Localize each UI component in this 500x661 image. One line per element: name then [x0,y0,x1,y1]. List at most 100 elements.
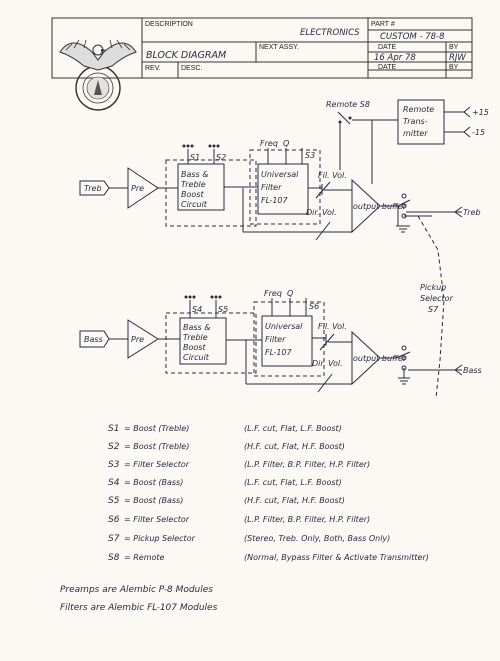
legend-id: S6 [108,515,120,525]
remote-block-line-3: mitter [403,129,428,138]
legend-id: S7 [108,534,120,544]
by-label: BY [449,44,459,51]
bass-s6-label: S6 [309,302,319,311]
treb-s2-switch [208,144,220,164]
treble-channel: Treb Pre Bass & Treble Boost Circuit S1 … [79,139,481,241]
legend-name: = Boost (Bass) [124,496,183,505]
next-assy-label: NEXT ASSY. [259,44,299,51]
treb-output-buffer [351,178,381,234]
date-value: 16 Apr 78 [374,53,416,63]
legend-id: S2 [108,442,120,452]
pickup-selector-line-1: Pickup [420,283,446,292]
legend-name: = Boost (Treble) [124,442,189,451]
bass-q-label: Q [287,289,293,298]
legend-id: S5 [108,496,120,506]
legend-row: S6 = Filter Selector (L.P. Filter, B.P. … [108,515,370,525]
treb-boost-line-4: Circuit [181,200,208,209]
treb-output-label: output buffer [353,202,407,211]
legend-row: S7 = Pickup Selector (Stereo, Treb. Only… [108,534,390,544]
bass-fil-vol-label: Fil. Vol. [318,322,347,331]
drawing-title: BLOCK DIAGRAM [146,50,226,61]
legend-name: = Pickup Selector [124,534,196,543]
bass-input-label: Bass [84,335,103,344]
bass-boost-line-1: Bass & [183,323,211,332]
supply-neg-label: -15 [472,128,485,137]
treb-boost-line-2: Treble [181,180,206,189]
bass-dir-vol-label: Dir. Vol. [312,359,343,368]
legend-row: S8 = Remote (Normal, Bypass Filter & Act… [108,553,429,563]
note-filters: Filters are Alembic FL-107 Modules [60,603,218,613]
part-value: CUSTOM - 78-8 [380,32,445,42]
legend-name: = Remote [124,553,165,562]
legend-options: (L.P. Filter, B.P. Filter, H.P. Filter) [244,460,370,469]
date-label: DATE [378,44,396,51]
remote-switch-label: Remote S8 [326,100,370,109]
treb-preamp-triangle [127,167,159,209]
treb-s2-label: S2 [216,153,226,162]
legend-id: S3 [108,460,120,470]
legend-name: = Filter Selector [124,460,190,469]
eagle-seal-emblem [59,39,137,111]
remote-transmitter-block [397,99,445,145]
treb-s1-label: S1 [190,153,200,162]
bass-boost-line-4: Circuit [183,353,210,362]
bass-filter-line-3: FL-107 [265,348,293,357]
description-label: DESCRIPTION [145,21,193,28]
legend-options: (L.F. cut, Flat, L.F. Boost) [244,424,342,433]
bass-boost-block [179,317,227,365]
treb-freq-label: Freq [260,139,278,148]
legend-name: = Boost (Treble) [124,424,189,433]
treb-filter-line-1: Universal [261,170,299,179]
bass-s5-label: S5 [218,305,228,314]
treb-q-label: Q [283,139,289,148]
by2-label: BY [449,64,459,71]
bass-preamp-label: Pre [131,335,144,344]
treb-input-label: Treb [84,184,102,193]
legend-options: (H.F. cut, Flat, H.F. Boost) [244,442,345,451]
switch-legend: S1 = Boost (Treble) (L.F. cut, Flat, L.F… [108,424,429,563]
supply-pos-label: +15 [472,108,489,117]
treb-boost-line-3: Boost [181,190,204,199]
treb-boost-line-1: Bass & [181,170,209,179]
bass-boost-line-3: Boost [183,343,206,352]
legend-row: S3 = Filter Selector (L.P. Filter, B.P. … [108,460,370,470]
treb-dir-vol-label: Dir. Vol. [306,208,337,217]
treb-fil-vol-label: Fil. Vol. [318,171,347,180]
bass-boost-line-2: Treble [183,333,208,342]
pickup-selector-line-3: S7 [428,305,439,314]
bass-filter-enclosure [253,301,325,377]
bass-channel: Bass Pre Bass & Treble Boost Circuit S4 … [79,289,482,393]
bass-boost-enclosure [165,312,257,374]
by-value: RJW [449,53,466,63]
pickup-selector: Pickup Selector S7 [417,215,454,399]
treb-filter-enclosure [249,149,321,225]
remote-section: Remote S8 Remote Trans- mitter +15 -15 [326,99,489,184]
treb-output-tag: Treb [463,208,481,217]
legend-name: = Filter Selector [124,515,190,524]
title-block: DESCRIPTION ELECTRONICS PART # CUSTOM - … [51,17,473,79]
remote-block-line-1: Remote [403,105,434,114]
legend-options: (H.F. cut, Flat, H.F. Boost) [244,496,345,505]
legend-id: S1 [108,424,119,434]
treb-filter-line-3: FL-107 [261,196,289,205]
legend-name: = Boost (Bass) [124,478,183,487]
legend-id: S8 [108,553,120,563]
legend-options: (Stereo, Treb. Only, Both, Bass Only) [244,534,390,543]
date2-label: DATE [378,64,396,71]
legend-id: S4 [108,478,120,488]
bass-freq-label: Freq [264,289,282,298]
note-preamps: Preamps are Alembic P-8 Modules [60,585,213,595]
legend-row: S5 = Boost (Bass) (H.F. cut, Flat, H.F. … [108,496,345,506]
treb-preamp-label: Pre [131,184,144,193]
legend-row: S2 = Boost (Treble) (H.F. cut, Flat, H.F… [108,442,345,452]
treb-s3-label: S3 [305,151,315,160]
bass-filter-line-1: Universal [265,322,303,331]
part-label: PART # [371,21,395,28]
treb-filter-line-2: Filter [261,183,282,192]
bass-s5-switch [210,295,222,318]
bass-output-buffer [351,330,381,386]
bass-s4-label: S4 [192,305,202,314]
treb-boost-enclosure [165,159,257,227]
